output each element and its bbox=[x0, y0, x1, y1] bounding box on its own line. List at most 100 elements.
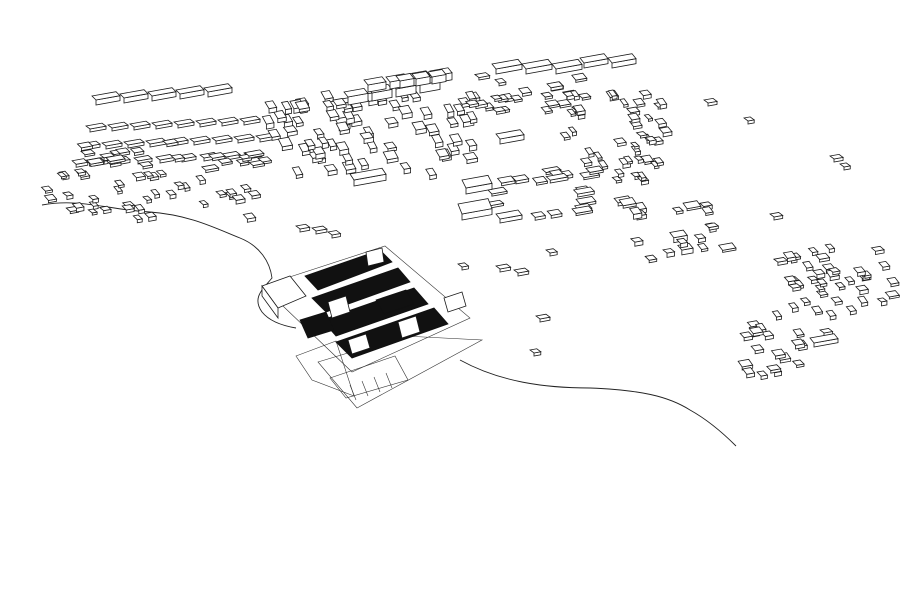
building-block bbox=[597, 160, 609, 171]
building-block bbox=[173, 118, 195, 129]
building-block bbox=[546, 81, 564, 92]
building-block bbox=[742, 367, 756, 379]
building-block bbox=[585, 165, 605, 176]
building-block bbox=[770, 348, 786, 360]
building-block bbox=[682, 200, 702, 212]
building-block bbox=[495, 129, 525, 145]
building-block bbox=[189, 135, 211, 146]
building-block bbox=[619, 98, 629, 108]
building-block bbox=[131, 171, 147, 182]
building-block bbox=[147, 87, 177, 102]
building-block bbox=[448, 133, 463, 147]
building-block bbox=[264, 100, 278, 114]
building-block bbox=[495, 263, 512, 273]
building-block bbox=[273, 110, 287, 124]
building-block bbox=[248, 160, 266, 169]
building-block bbox=[85, 122, 107, 133]
building-block bbox=[294, 100, 311, 113]
building-block bbox=[844, 276, 856, 286]
building-block bbox=[175, 85, 205, 100]
building-block bbox=[611, 176, 623, 184]
building-block bbox=[105, 154, 126, 165]
building-block bbox=[566, 108, 577, 117]
building-block bbox=[297, 142, 311, 157]
building-block bbox=[855, 284, 870, 296]
building-block bbox=[397, 104, 413, 120]
building-block bbox=[388, 99, 402, 112]
building-block bbox=[195, 174, 207, 186]
building-block bbox=[593, 151, 603, 161]
building-block bbox=[231, 194, 246, 205]
building-block bbox=[443, 103, 455, 119]
building-block bbox=[173, 181, 185, 191]
building-block bbox=[399, 162, 412, 175]
building-block bbox=[71, 158, 89, 168]
building-block bbox=[546, 208, 563, 219]
building-block bbox=[834, 282, 846, 291]
building-block bbox=[572, 104, 586, 116]
building-block bbox=[452, 103, 466, 116]
building-block bbox=[529, 348, 542, 357]
building-block bbox=[142, 195, 153, 204]
building-block bbox=[425, 167, 438, 181]
building-block bbox=[643, 113, 654, 122]
building-block bbox=[280, 100, 293, 115]
building-block bbox=[295, 223, 311, 233]
building-block bbox=[134, 204, 146, 215]
building-block bbox=[114, 147, 131, 157]
building-block bbox=[496, 175, 516, 187]
building-block bbox=[607, 53, 637, 69]
building-block bbox=[129, 120, 151, 131]
building-block bbox=[701, 206, 714, 216]
building-block bbox=[165, 189, 177, 200]
building-block bbox=[571, 205, 594, 217]
building-block bbox=[359, 131, 375, 145]
building-block bbox=[311, 225, 328, 235]
building-block bbox=[509, 94, 524, 103]
building-block bbox=[335, 121, 351, 136]
building-block bbox=[411, 120, 427, 135]
building-block bbox=[98, 205, 112, 215]
building-block bbox=[704, 222, 720, 231]
building-block bbox=[464, 99, 480, 109]
building-block bbox=[244, 149, 265, 159]
building-block bbox=[87, 194, 100, 204]
building-block bbox=[750, 344, 765, 355]
building-block bbox=[419, 106, 433, 120]
building-block bbox=[696, 242, 709, 253]
building-block bbox=[143, 211, 157, 222]
building-block bbox=[487, 186, 508, 197]
building-block bbox=[618, 197, 637, 209]
building-block bbox=[291, 116, 304, 128]
building-block bbox=[233, 133, 255, 144]
building-block bbox=[113, 185, 123, 195]
building-block bbox=[655, 97, 668, 110]
building-block bbox=[577, 92, 592, 101]
building-block bbox=[756, 370, 769, 381]
building-block bbox=[91, 91, 121, 106]
building-block bbox=[123, 138, 145, 149]
building-block bbox=[132, 214, 144, 224]
building-block bbox=[73, 168, 87, 177]
central-compound bbox=[261, 245, 484, 409]
building-block bbox=[343, 87, 369, 106]
building-block bbox=[636, 171, 647, 182]
building-block bbox=[411, 71, 431, 87]
building-block bbox=[632, 97, 646, 108]
building-block bbox=[80, 149, 96, 158]
building-block bbox=[567, 126, 578, 137]
building-block bbox=[802, 260, 814, 272]
building-block bbox=[291, 166, 304, 179]
building-block bbox=[876, 297, 888, 307]
building-block bbox=[155, 169, 167, 178]
building-block bbox=[464, 138, 478, 152]
building-block bbox=[703, 97, 718, 107]
building-block bbox=[662, 248, 676, 258]
building-block bbox=[852, 266, 867, 277]
building-block bbox=[521, 58, 553, 75]
building-block bbox=[145, 137, 167, 148]
building-block bbox=[571, 72, 588, 83]
building-block bbox=[435, 148, 450, 161]
building-block bbox=[551, 58, 583, 75]
building-block bbox=[211, 134, 233, 145]
